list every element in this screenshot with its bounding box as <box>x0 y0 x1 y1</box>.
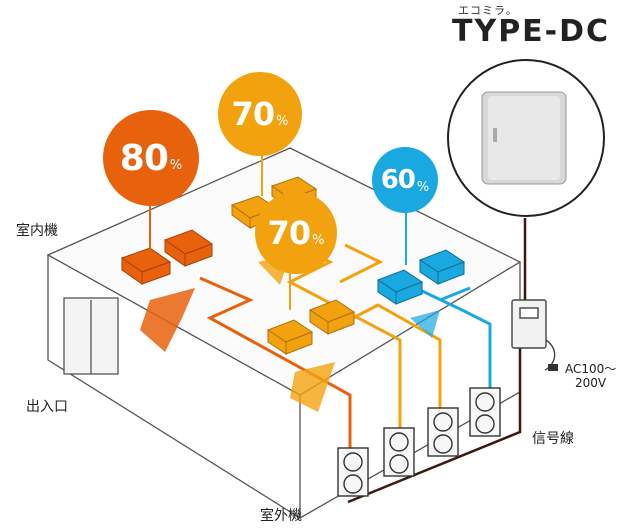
badge-80-percent: 80% <box>103 110 199 206</box>
airflow-arrow <box>410 310 440 338</box>
badge-unit: % <box>276 113 289 129</box>
controller-box <box>511 299 556 371</box>
badge-value: 60 <box>380 165 416 195</box>
badge-70-percent-top: 70% <box>218 72 302 156</box>
badge-unit: % <box>416 179 430 195</box>
outdoor-unit-label: 室外機 <box>260 508 302 524</box>
badge-unit: % <box>312 232 325 248</box>
airflow-arrow <box>140 288 195 352</box>
badge-value: 80 <box>119 137 169 179</box>
badge-60-percent: 60% <box>372 147 438 213</box>
pipe-blue <box>419 286 492 395</box>
power-label-line1: AC100～ <box>565 362 617 376</box>
power-plug-icon <box>548 364 558 371</box>
brand-subtitle: エコミラ。 <box>458 4 518 17</box>
badge-value: 70 <box>231 95 276 133</box>
badge-value: 70 <box>267 214 312 252</box>
signal-cable <box>347 218 527 504</box>
indoor-unit-label: 室内機 <box>16 223 58 239</box>
pipe-orange-red <box>199 276 352 478</box>
zoom-lens <box>447 59 605 217</box>
signal-line-label: 信号線 <box>532 431 574 447</box>
brand-title: TYPE-DC <box>452 14 611 49</box>
outdoor-units <box>337 387 501 497</box>
entrance-label: 出入口 <box>26 399 68 415</box>
airflow-arrow <box>290 362 335 412</box>
badge-70-percent-center: 70% <box>255 192 337 274</box>
power-label-line2: 200V <box>575 376 607 390</box>
badge-unit: % <box>169 157 183 173</box>
